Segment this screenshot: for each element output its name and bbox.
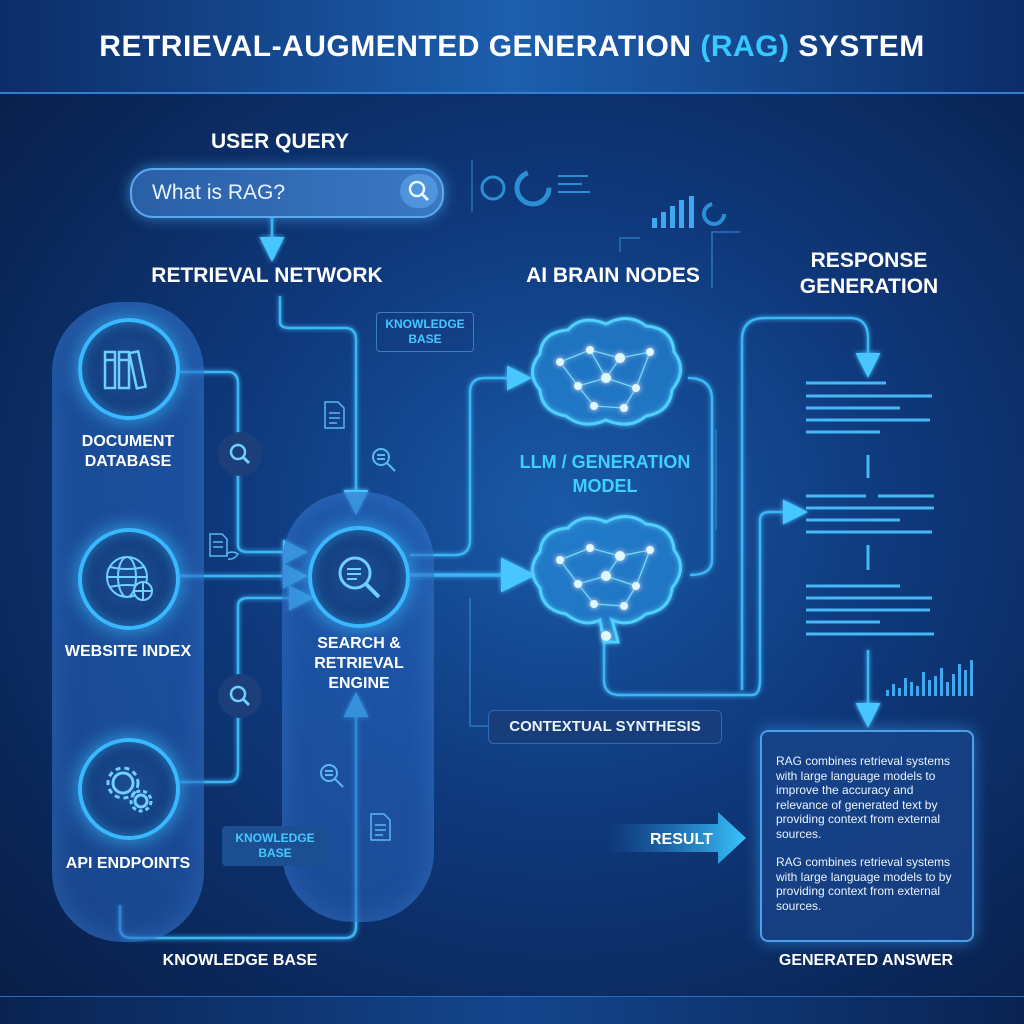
knowledge-base-tag-top: KNOWLEDGE BASE [376, 312, 474, 352]
magnifier-icon [229, 685, 251, 707]
document-icon [324, 401, 345, 429]
api-endpoints-label: API ENDPOINTS [65, 855, 191, 872]
title-highlight: (RAG) [700, 30, 790, 63]
document-database-node[interactable] [78, 318, 180, 420]
title-bar [0, 0, 1024, 94]
user-query-heading: USER QUERY [210, 130, 350, 153]
search-list-icon-bottom [320, 764, 344, 788]
query-input[interactable]: What is RAG? [130, 168, 444, 218]
knowledge-base-footer-label: KNOWLEDGE BASE [162, 952, 318, 969]
answer-paragraph-1: RAG combines retrieval systems with larg… [776, 754, 951, 841]
search-icon [408, 180, 430, 202]
brain-top-icon [531, 317, 682, 426]
page-title: RETRIEVAL-AUGMENTED GENERATION (RAG) SYS… [99, 30, 925, 63]
generated-answer-label: GENERATED ANSWER [778, 952, 954, 969]
books-icon [103, 349, 148, 390]
brain-to-response-line [740, 316, 881, 690]
brain-top-right-line [687, 376, 714, 577]
result-label: RESULT [650, 831, 713, 848]
website-index-node[interactable] [78, 528, 180, 630]
search-list-icon [372, 448, 396, 472]
ai-brain-nodes-heading: AI BRAIN NODES [526, 264, 700, 287]
contextual-synthesis-box: CONTEXTUAL SYNTHESIS [488, 710, 722, 744]
search-document-icon [338, 556, 381, 599]
website-index-label: WEBSITE INDEX [64, 643, 192, 660]
answer-paragraph-2: RAG combines retrieval systems with larg… [776, 855, 952, 913]
brain-bottom-return-line [602, 499, 808, 697]
magnifier-icon [229, 443, 251, 465]
search-button[interactable] [400, 174, 438, 208]
query-text: What is RAG? [152, 181, 286, 204]
document-database-label: DOCUMENT DATABASE [81, 433, 175, 470]
search-retrieval-engine-label: SEARCH & RETRIEVAL ENGINE [314, 635, 404, 692]
document-handshake-icon [209, 533, 240, 560]
api-endpoints-node[interactable] [78, 738, 180, 840]
retrieval-network-heading: RETRIEVAL NETWORK [151, 264, 383, 287]
response-generation-heading: RESPONSE GENERATION [799, 249, 939, 298]
search-retrieval-engine-node[interactable] [308, 526, 410, 628]
magnifier-node-bottom [218, 674, 262, 718]
knowledge-base-tag-bottom: KNOWLEDGE BASE [222, 826, 328, 866]
document-icon-bottom [370, 813, 391, 841]
gears-icon [106, 766, 153, 813]
globe-icon [106, 556, 153, 601]
footer-bar [0, 996, 1024, 1024]
network-to-engine-line [278, 296, 369, 515]
generated-answer-box: RAG combines retrieval systems with larg… [760, 730, 974, 942]
engine-to-brain-top-line [410, 365, 532, 557]
brain-bottom-icon [531, 515, 682, 644]
llm-model-label: LLM / GENERATION MODEL [519, 452, 691, 496]
result-arrow-icon [608, 812, 746, 864]
magnifier-node-top [218, 432, 262, 476]
